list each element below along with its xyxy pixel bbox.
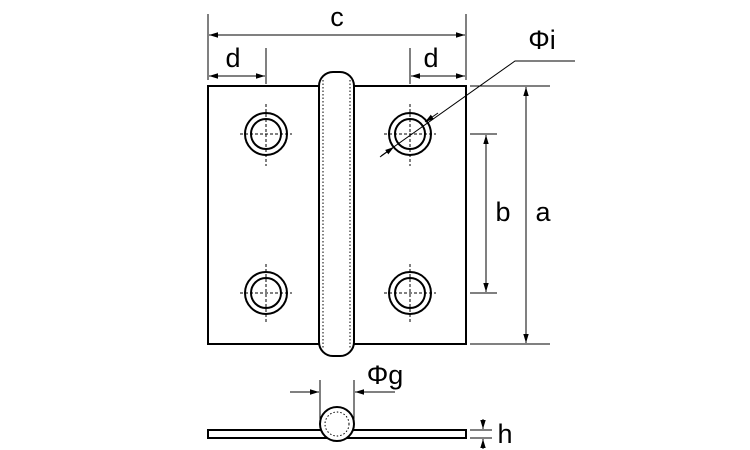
label-h: h	[497, 419, 512, 449]
dimension-b: b	[470, 133, 511, 294]
dimension-phi-g: Φg	[290, 360, 403, 420]
hinge-side-view	[207, 406, 467, 442]
label-d-left: d	[225, 43, 240, 73]
label-phi-g: Φg	[367, 360, 404, 390]
dimension-d-left: d	[209, 43, 267, 84]
dimension-a: a	[470, 85, 551, 345]
dimension-h: h	[470, 419, 513, 449]
screw-hole-top-left	[240, 104, 292, 166]
hinge-top-view	[207, 71, 467, 357]
label-b: b	[495, 197, 510, 227]
label-c: c	[330, 2, 344, 32]
dimension-c: c	[207, 2, 467, 80]
label-d-right: d	[423, 43, 438, 73]
dimension-phi-i: Φi	[379, 25, 575, 158]
label-phi-i: Φi	[528, 25, 556, 55]
hinge-knuckle	[318, 71, 355, 357]
dimension-d-right: d	[409, 43, 465, 84]
screw-hole-bottom-left	[240, 264, 292, 324]
screw-hole-bottom-right	[384, 264, 436, 324]
label-a: a	[535, 197, 551, 227]
